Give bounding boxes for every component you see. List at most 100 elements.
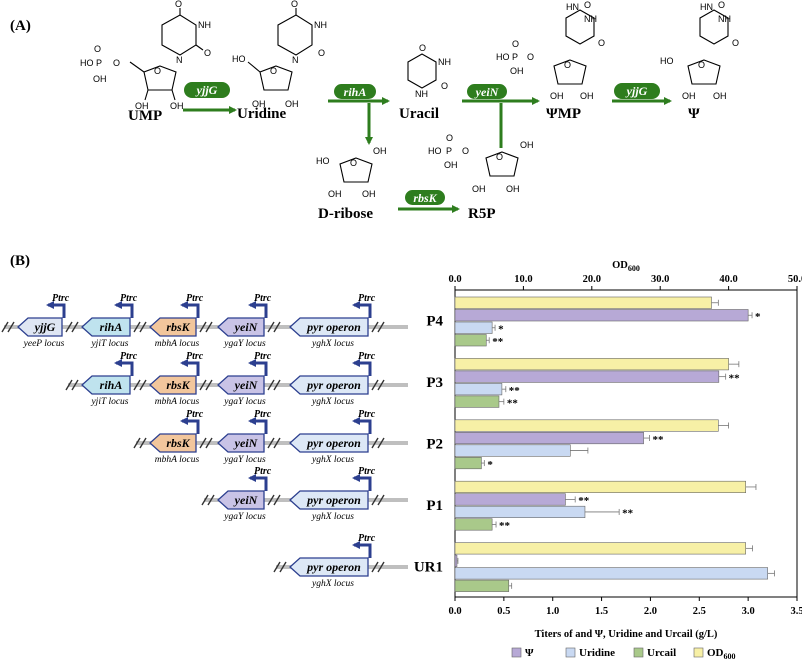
significance-mark: ** xyxy=(729,372,741,384)
atom-ho: HO xyxy=(232,54,246,64)
x-tick-label: 1.5 xyxy=(595,606,608,617)
atom-nh: NH xyxy=(718,14,731,24)
promoter-arrow xyxy=(180,417,200,434)
bar-od600 xyxy=(454,296,712,309)
x-tick-label: 2.5 xyxy=(693,606,706,617)
atom-oh: OH xyxy=(328,189,342,199)
locus-label-pyr: yghX locus xyxy=(311,455,354,465)
compound-d-ribose: D-ribose xyxy=(318,206,373,222)
locus-label-rihA: yjiT locus xyxy=(90,397,128,407)
promoter-arrow xyxy=(248,301,268,318)
top-x-tick-label: 20.0 xyxy=(583,274,601,285)
legend-subscript: 600 xyxy=(724,652,736,661)
atom-oh: OH xyxy=(252,99,266,109)
gene-arrow-yeiN xyxy=(217,433,265,453)
bar-psi xyxy=(454,493,566,506)
atom-oh: OH xyxy=(520,140,534,150)
atom-o: O xyxy=(496,152,503,162)
locus-label-rbsK: mbhA locus xyxy=(155,397,200,407)
gene-label-rihA: rihA xyxy=(100,378,123,392)
atom-ho: HO xyxy=(80,58,94,68)
atom-n: N xyxy=(176,55,183,65)
promoter-label: Ptrc xyxy=(254,466,272,477)
gene-arrow-pyr xyxy=(289,375,369,395)
atom-o: O xyxy=(564,60,571,70)
significance-mark: ** xyxy=(499,520,511,532)
enzyme-pill xyxy=(334,84,376,99)
compound-r5p: R5P xyxy=(468,206,496,222)
category-label: P1 xyxy=(426,498,443,514)
atom-oh: OH xyxy=(93,74,107,84)
top-x-tick-label: 50.0 xyxy=(788,274,802,285)
promoter-label: Ptrc xyxy=(358,466,376,477)
promoter-arrow xyxy=(114,301,134,318)
bar-uridine xyxy=(454,567,768,580)
gene-arrow-yjjG xyxy=(17,317,63,337)
atom-o: O xyxy=(419,43,426,53)
compound-psi: Ψ xyxy=(688,106,700,122)
gene-arrow-pyr xyxy=(289,557,369,577)
bar-psi xyxy=(454,554,458,567)
promoter-arrow xyxy=(46,301,66,318)
significance-mark: * xyxy=(755,311,761,323)
break-mark xyxy=(267,379,281,391)
compound-uridine: Uridine xyxy=(237,106,287,122)
gene-arrow-rbsK xyxy=(149,317,197,337)
gene-arrow-pyr xyxy=(289,490,369,510)
atom-o: O xyxy=(732,38,739,48)
gene-label-rbsK: rbsK xyxy=(166,436,190,450)
break-mark xyxy=(65,379,79,391)
gene-label-pyr: pyr operon xyxy=(306,560,361,574)
gene-arrow-rihA xyxy=(81,317,131,337)
gene-label-yeiN: yeiN xyxy=(233,320,259,334)
gene-label-pyr: pyr operon xyxy=(306,320,361,334)
gene-label-rihA: rihA xyxy=(100,320,123,334)
gene-label-pyr: pyr operon xyxy=(306,493,361,507)
promoter-label: Ptrc xyxy=(358,351,376,362)
atom-o: O xyxy=(441,81,448,91)
promoter-label: Ptrc xyxy=(120,351,138,362)
gene-arrow-yeiN xyxy=(217,375,265,395)
atom-o: O xyxy=(718,0,725,10)
significance-mark: ** xyxy=(622,508,634,520)
promoter-arrow xyxy=(248,417,268,434)
enzyme-rbsK: rbsK xyxy=(413,191,437,205)
atom-oh: OH xyxy=(506,184,520,194)
atom-o: O xyxy=(175,0,182,9)
atom-oh: OH xyxy=(170,101,184,111)
atom-oh: OH xyxy=(285,99,299,109)
gene-label-rbsK: rbsK xyxy=(166,378,190,392)
atom-nh: NH xyxy=(198,20,211,30)
atom-o: O xyxy=(113,58,120,68)
locus-label-yeiN: ygaY locus xyxy=(223,397,266,407)
legend-label: Uridine xyxy=(579,647,615,659)
atom-oh: OH xyxy=(444,160,458,170)
category-label: P4 xyxy=(426,314,443,330)
promoter-label: Ptrc xyxy=(186,351,204,362)
break-mark xyxy=(371,321,385,333)
atom-o: O xyxy=(512,39,519,49)
atom-oh: OH xyxy=(682,91,696,101)
break-mark xyxy=(371,437,385,449)
locus-label-rihA: yjiT locus xyxy=(90,339,128,349)
compound-psimp: ΨMP xyxy=(546,106,581,122)
top-x-tick-label: 0.0 xyxy=(448,274,461,285)
bar-uridine xyxy=(454,321,493,334)
gene-arrow-rihA xyxy=(81,375,131,395)
atom-p: P xyxy=(96,58,102,68)
locus-label-pyr: yghX locus xyxy=(311,579,354,589)
significance-mark: ** xyxy=(652,434,664,446)
locus-label-pyr: yghX locus xyxy=(311,339,354,349)
atom-nh: NH xyxy=(438,57,451,67)
x-tick-label: 3.5 xyxy=(790,606,802,617)
psimp-structure: HN O NH O O OH OH O P O HO OH xyxy=(496,0,605,101)
atom-o: O xyxy=(350,158,357,168)
bar-uracil xyxy=(454,395,500,408)
bar-od600 xyxy=(454,542,747,555)
compound-uracil: Uracil xyxy=(399,106,439,122)
enzyme-yjjG-2: yjjG xyxy=(625,84,648,98)
gene-arrow-pyr xyxy=(289,317,369,337)
promoter-arrow xyxy=(352,474,372,491)
promoter-arrow xyxy=(248,474,268,491)
atom-oh: OH xyxy=(713,91,727,101)
